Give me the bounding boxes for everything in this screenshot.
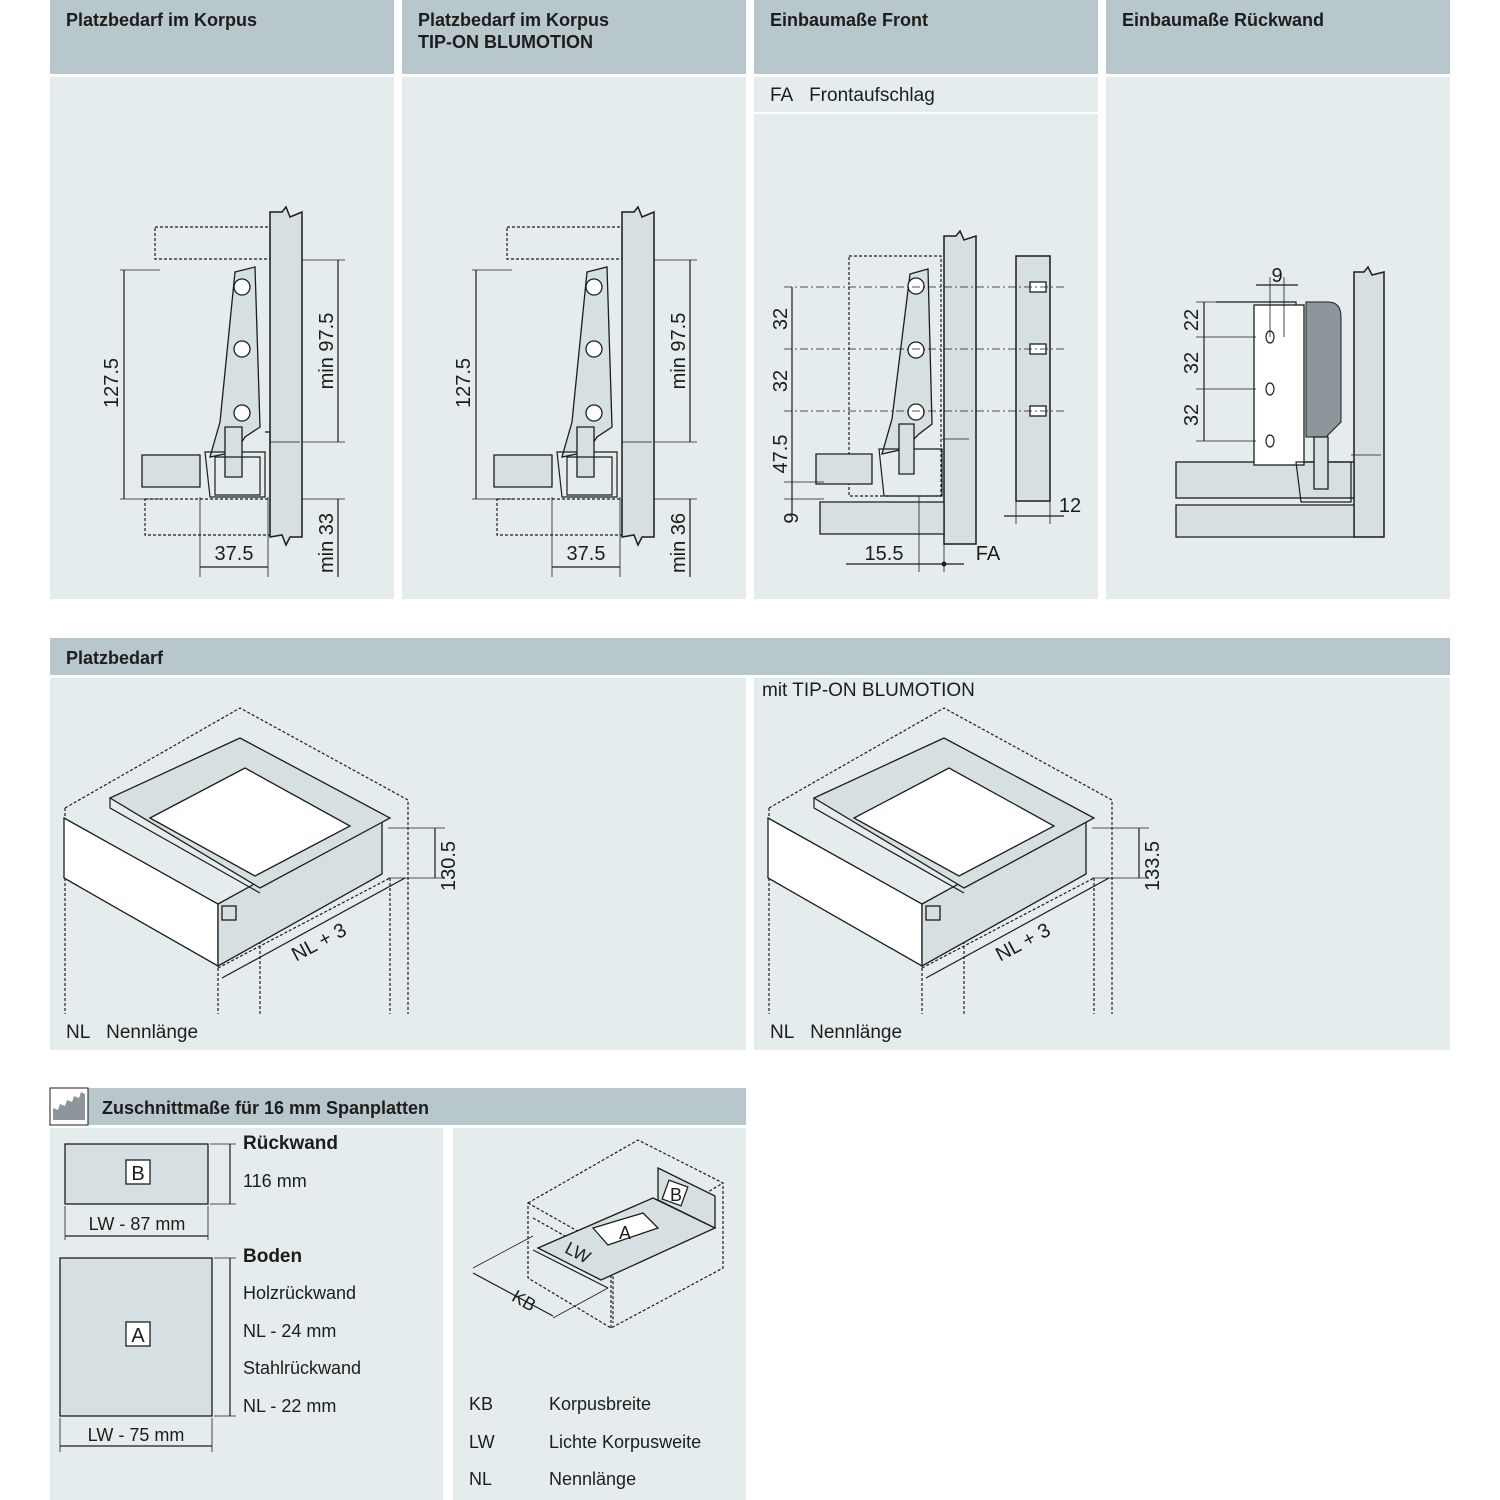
dim-height: 127.5 xyxy=(453,358,475,408)
dim-fa: FA xyxy=(976,543,1001,565)
dim-lower: min 33 xyxy=(316,513,338,573)
header-einbaumasse-front: Einbaumaße Front xyxy=(754,0,1098,74)
side-wall xyxy=(269,205,303,547)
rueckwand-title: Rückwand xyxy=(243,1133,339,1154)
dim-height: 127.5 xyxy=(101,358,123,408)
rueckwand-value: 116 mm xyxy=(243,1171,307,1191)
dim-upper: min 97.5 xyxy=(316,313,338,390)
legend-nl-left: NL Nennlänge xyxy=(50,1014,746,1050)
boden-l3: Stahlrückwand xyxy=(243,1358,362,1378)
height-label: 133.5 xyxy=(1142,841,1164,891)
part-b-letter: B xyxy=(131,1163,144,1185)
dim-d1: 32 xyxy=(770,308,792,330)
header-platzbedarf: Platzbedarf xyxy=(50,638,1450,675)
header-einbaumasse-rueckwand: Einbaumaße Rückwand xyxy=(1106,0,1450,74)
boden-title: Boden xyxy=(243,1246,303,1267)
dim-top: 9 xyxy=(1271,265,1282,287)
panel-korpus xyxy=(50,77,394,599)
iso-a-letter: A xyxy=(619,1223,631,1243)
legend-code-lw: LW xyxy=(469,1432,495,1452)
b-width: LW - 87 mm xyxy=(89,1214,186,1234)
dim-d2: 32 xyxy=(1181,352,1203,374)
dim-d3: 32 xyxy=(1181,404,1203,426)
header-platzbedarf-korpus: Platzbedarf im Korpus xyxy=(50,0,394,74)
cut-parts: B LW - 87 mm A LW - 75 mm xyxy=(59,1143,236,1452)
dim-upper: min 97.5 xyxy=(668,313,690,390)
dim-offset: 15.5 xyxy=(865,543,904,565)
panel-platzbedarf-right xyxy=(754,678,1450,1014)
legend-nl-right: NL Nennlänge xyxy=(754,1014,1450,1050)
header-zuschnitt: Zuschnittmaße für 16 mm Spanplatten xyxy=(50,1088,746,1125)
front-legend-row: FA Frontaufschlag xyxy=(754,77,1098,112)
dim-d2: 32 xyxy=(770,370,792,392)
saw-icon xyxy=(49,1087,89,1126)
iso-b-letter: B xyxy=(670,1185,682,1205)
dim-thick: 12 xyxy=(1059,495,1081,517)
legend-text-lw: Lichte Korpusweite xyxy=(549,1432,702,1452)
boden-l1: Holzrückwand xyxy=(243,1283,357,1303)
drawing-front: 32 32 47.5 9 15.5 FA 12 xyxy=(770,229,1081,572)
legend-text-kb: Korpusbreite xyxy=(549,1394,652,1414)
nl-label: NL + 3 xyxy=(288,919,350,966)
iso-kb: KB xyxy=(509,1286,540,1315)
legend-text-nl: Nennlänge xyxy=(549,1469,637,1489)
boden-l4: NL - 22 mm xyxy=(243,1396,337,1416)
height-label: 130.5 xyxy=(438,841,460,891)
panel-platzbedarf-left xyxy=(50,678,746,1014)
panel-korpus-tipon xyxy=(402,77,746,599)
dim-d3: 47.5 xyxy=(770,435,792,474)
part-a-letter: A xyxy=(131,1325,145,1347)
dim-depth: 37.5 xyxy=(215,543,254,565)
drawing-rueckwand: 9 22 32 32 xyxy=(1175,265,1385,538)
iso-drawer-left: 130.5 NL + 3 xyxy=(63,707,460,1014)
iso-drawer-right: 133.5 NL + 3 xyxy=(767,707,1164,1014)
header-platzbedarf-tipon: Platzbedarf im Korpus TIP-ON BLUMOTION xyxy=(402,0,746,74)
dim-lower: min 36 xyxy=(668,513,690,573)
nl-label: NL + 3 xyxy=(992,919,1054,966)
boden-l2: NL - 24 mm xyxy=(243,1321,337,1341)
drawing-korpus: 127.5 min 97.5 min 33 37.5 xyxy=(101,205,345,577)
dim-depth: 37.5 xyxy=(567,543,606,565)
dim-d4: 9 xyxy=(781,512,803,523)
caption-tipon: mit TIP-ON BLUMOTION xyxy=(762,680,975,701)
iso-cabinet: B A LW KB xyxy=(472,1139,724,1329)
a-width: LW - 75 mm xyxy=(88,1425,185,1445)
legend-code-nl: NL xyxy=(469,1469,493,1489)
dim-d1: 22 xyxy=(1181,309,1203,331)
drawing-korpus-tipon: 127.5 min 97.5 min 36 37.5 xyxy=(453,205,697,577)
legend-code-kb: KB xyxy=(469,1394,494,1414)
